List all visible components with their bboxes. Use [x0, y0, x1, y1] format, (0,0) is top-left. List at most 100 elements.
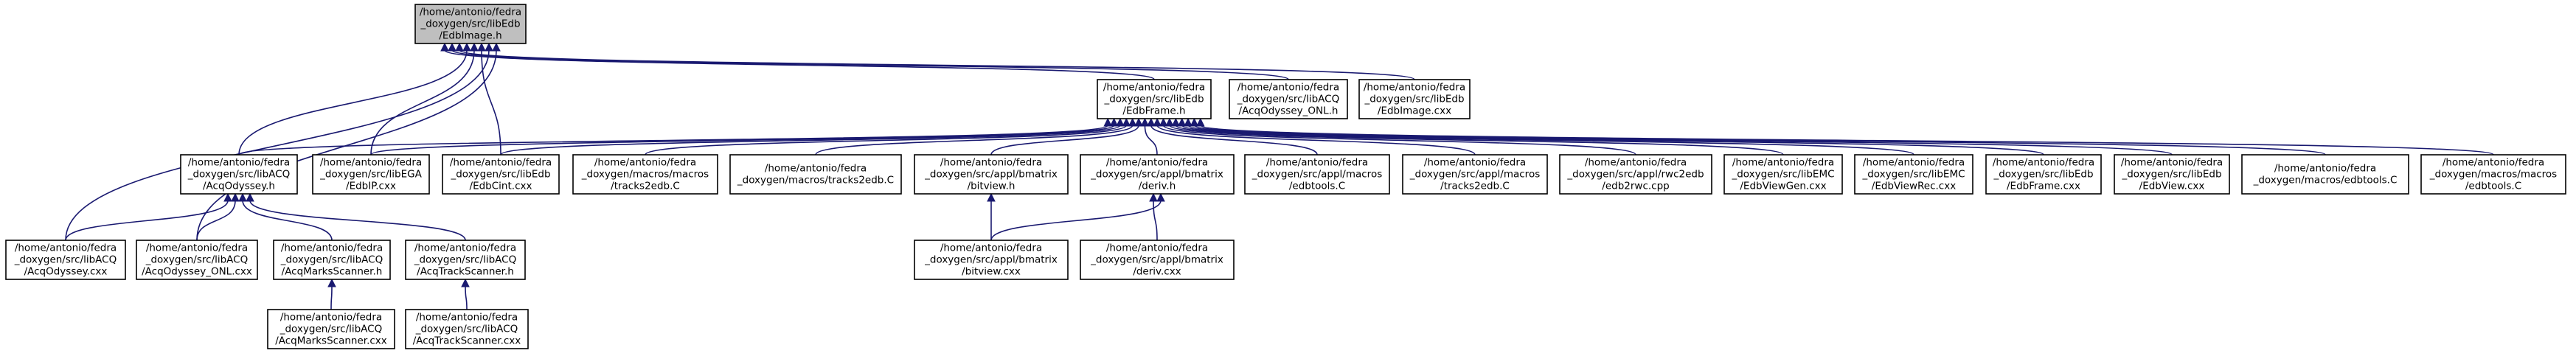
graph-node-EdbViewRec_cxx[interactable]: /home/antonio/fedra_doxygen/src/libEMC/E… [1854, 154, 1973, 195]
graph-node-edb2rwc_cpp[interactable]: /home/antonio/fedra_doxygen/src/appl/rwc… [1559, 154, 1712, 195]
graph-node-AcqOdyssey_ONL_cxx[interactable]: /home/antonio/fedra_doxygen/src/libACQ/A… [136, 240, 258, 280]
node-label-line: /home/antonio/fedra [280, 312, 382, 324]
node-label-line: /deriv.cxx [1133, 266, 1181, 278]
node-label-line: _doxygen/src/libACQ [1237, 94, 1340, 105]
node-label-line: /home/antonio/fedra [1585, 157, 1687, 169]
edge-arrowhead [1156, 192, 1165, 202]
node-label-line: _doxygen/src/appl/bmatrix [924, 254, 1058, 266]
node-label-line: _doxygen/src/appl/bmatrix [1090, 254, 1223, 266]
graph-node-AcqOdyssey_ONL_h[interactable]: /home/antonio/fedra_doxygen/src/libACQ/A… [1229, 79, 1348, 119]
edge-arrowhead [492, 42, 501, 52]
node-label-line: _doxygen/src/appl/rwc2edb [1566, 169, 1704, 181]
edge-EdbCint_cxx-to-EdbImage_h [481, 49, 501, 156]
edge-arrowhead [1190, 117, 1199, 127]
edge-arrowhead [477, 42, 486, 52]
node-label-line: _doxygen/src/libEdb [420, 18, 520, 30]
graph-node-EdbImage_h: /home/antonio/fedra_doxygen/src/libEdb/E… [414, 4, 527, 44]
graph-node-macros_macros_edbtools_C[interactable]: /home/antonio/fedra_doxygen/macros/macro… [2420, 154, 2566, 195]
edges-layer [65, 42, 2494, 310]
graph-node-appl_macros_tracks2edb_C[interactable]: /home/antonio/fedra_doxygen/src/appl/mac… [1402, 154, 1548, 195]
graph-node-AcqMarksScanner_h[interactable]: /home/antonio/fedra_doxygen/src/libACQ/A… [273, 240, 391, 280]
node-box [1080, 154, 1235, 195]
edge-deriv_h-to-EdbFrame_h [1144, 125, 1158, 156]
node-label-line: /home/antonio/fedra [940, 242, 1042, 254]
node-box [414, 4, 527, 44]
graph-node-appl_macros_edbtools_C[interactable]: /home/antonio/fedra_doxygen/src/appl/mac… [1244, 154, 1390, 195]
node-label-line: _doxygen/src/appl/bmatrix [1090, 169, 1223, 181]
graph-node-macros_tracks2edb_C[interactable]: /home/antonio/fedra_doxygen/macros/macro… [572, 154, 718, 195]
edge-arrowhead [1165, 117, 1174, 127]
edge-AcqOdyssey_h-to-EdbFrame_h [238, 125, 1108, 156]
node-label-line: /EdbCint.cxx [470, 181, 532, 192]
edge-appl_macros_edbtools_C-to-EdbFrame_h [1150, 125, 1318, 156]
edge-AcqOdyssey_ONL_cxx-to-AcqOdyssey_h [196, 200, 236, 241]
node-label-line: /tracks2edb.C [1440, 181, 1510, 192]
node-label-line: /deriv.h [1139, 181, 1176, 192]
node-label-line: /EdbFrame.h [1122, 105, 1185, 117]
node-label-line: /home/antonio/fedra [1103, 82, 1205, 94]
node-label-line: _doxygen/src/appl/macros [1251, 169, 1382, 181]
node-box [729, 154, 902, 195]
edge-arrowhead [1177, 117, 1187, 127]
node-label-line: _doxygen/src/libACQ [415, 324, 518, 335]
edge-arrowhead [238, 192, 247, 202]
node-box [1080, 240, 1235, 280]
node-box [1229, 79, 1348, 119]
graph-node-macros_tracks2edb_C2[interactable]: /home/antonio/fedra_doxygen/macros/track… [729, 154, 902, 195]
edge-arrowhead [440, 42, 449, 52]
node-label-line: /AcqTrackScanner.h [417, 266, 514, 278]
node-label-line: _doxygen/src/libEdb [450, 169, 550, 181]
edge-arrowhead [455, 42, 464, 52]
graph-node-deriv_cxx[interactable]: /home/antonio/fedra_doxygen/src/appl/bma… [1080, 240, 1235, 280]
graph-node-EdbView_cxx[interactable]: /home/antonio/fedra_doxygen/src/libEdb/E… [2114, 154, 2230, 195]
node-label-line: /bitview.h [968, 181, 1016, 192]
graph-node-AcqTrackScanner_h[interactable]: /home/antonio/fedra_doxygen/src/libACQ/A… [405, 240, 526, 280]
node-box [1559, 154, 1712, 195]
edge-arrowhead [231, 192, 240, 202]
edge-arrowhead [1122, 117, 1131, 127]
graph-node-EdbImage_cxx[interactable]: /home/antonio/fedra_doxygen/src/libEdb/E… [1358, 79, 1471, 119]
edge-EdbViewGen_cxx-to-EdbFrame_h [1169, 125, 1784, 156]
edge-arrowhead [448, 42, 456, 52]
edge-AcqOdyssey_cxx-to-AcqOdyssey_h [65, 200, 229, 241]
node-label-line: /home/antonio/fedra [1237, 82, 1339, 94]
edge-edb2rwc_cpp-to-EdbFrame_h [1162, 125, 1636, 156]
graph-node-bitview_cxx[interactable]: /home/antonio/fedra_doxygen/src/appl/bma… [914, 240, 1069, 280]
node-label-line: /home/antonio/fedra [2121, 157, 2223, 169]
node-label-line: /home/antonio/fedra [594, 157, 696, 169]
node-box [136, 240, 258, 280]
edge-EdbFrame_h-to-EdbImage_h [444, 49, 1155, 80]
graph-node-bitview_h[interactable]: /home/antonio/fedra_doxygen/src/appl/bma… [914, 154, 1069, 195]
graph-node-EdbFrame_h[interactable]: /home/antonio/fedra_doxygen/src/libEdb/E… [1097, 79, 1212, 119]
node-label-line: /home/antonio/fedra [1106, 242, 1208, 254]
graph-node-AcqOdyssey_h[interactable]: /home/antonio/fedra_doxygen/src/libACQ/A… [180, 154, 298, 195]
node-label-line: /home/antonio/fedra [1106, 157, 1208, 169]
node-label-line: /edbtools.C [1289, 181, 1345, 192]
graph-node-EdbViewGen_cxx[interactable]: /home/antonio/fedra_doxygen/src/libEMC/E… [1723, 154, 1843, 195]
graph-node-AcqTrackScanner_cxx[interactable]: /home/antonio/fedra_doxygen/src/libACQ/A… [405, 309, 529, 349]
graph-node-EdbIP_cxx[interactable]: /home/antonio/fedra_doxygen/src/libEGA/E… [312, 154, 430, 195]
edge-macros_edbtools_C-to-EdbFrame_h [1193, 125, 2326, 156]
edge-arrowhead [462, 42, 471, 52]
edge-arrowhead [246, 192, 254, 202]
graph-node-EdbCint_cxx[interactable]: /home/antonio/fedra_doxygen/src/libEdb/E… [442, 154, 560, 195]
node-label-line: /edb2rwc.cpp [1602, 181, 1669, 192]
graph-node-AcqOdyssey_cxx[interactable]: /home/antonio/fedra_doxygen/src/libACQ/A… [5, 240, 126, 280]
node-label-line: _doxygen/src/libACQ [187, 169, 291, 181]
graph-node-deriv_h[interactable]: /home/antonio/fedra_doxygen/src/appl/bma… [1080, 154, 1235, 195]
node-label-line: /home/antonio/fedra [420, 7, 521, 18]
edge-macros_macros_edbtools_C-to-EdbFrame_h [1200, 125, 2494, 156]
node-box [273, 240, 391, 280]
node-box [1723, 154, 1843, 195]
edge-arrowhead [1128, 117, 1137, 127]
graph-node-AcqMarksScanner_cxx[interactable]: /home/antonio/fedra_doxygen/src/libACQ/A… [267, 309, 395, 349]
graph-node-macros_edbtools_C[interactable]: /home/antonio/fedra_doxygen/macros/edbto… [2241, 154, 2409, 195]
node-label-line: /home/antonio/fedra [1863, 157, 1965, 169]
node-label-line: /AcqOdyssey.cxx [24, 266, 108, 278]
node-label-line: /home/antonio/fedra [1732, 157, 1834, 169]
graph-node-EdbFrame_cxx[interactable]: /home/antonio/fedra_doxygen/src/libEdb/E… [1985, 154, 2102, 195]
edge-bitview_cxx-to-deriv_h [990, 200, 1162, 241]
node-box [1402, 154, 1548, 195]
edge-arrowhead [1171, 117, 1181, 127]
node-box [442, 154, 560, 195]
